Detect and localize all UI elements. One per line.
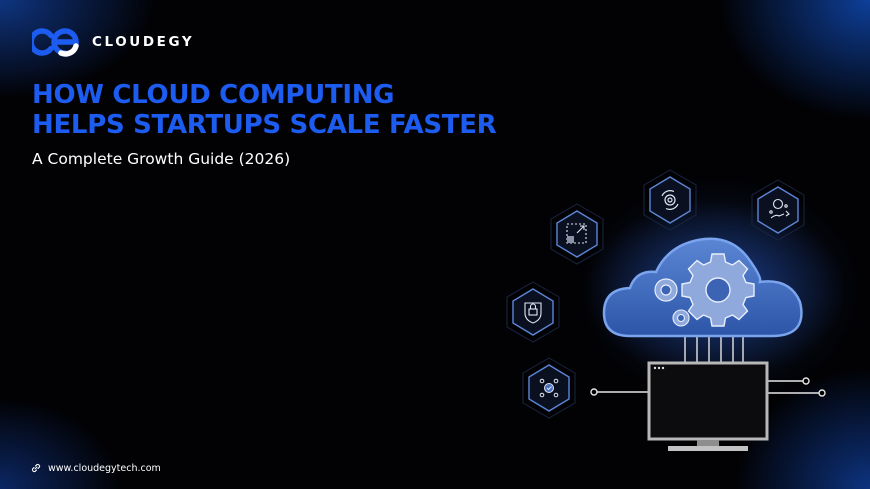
title-line-2: HELPS STARTUPS SCALE FASTER bbox=[32, 110, 497, 140]
cloud-with-gears-icon bbox=[602, 237, 803, 338]
website-url[interactable]: www.cloudegytech.com bbox=[48, 462, 161, 474]
cost-savings-icon bbox=[769, 198, 790, 219]
gear-refresh-icon bbox=[661, 190, 679, 210]
hex-badge-cost bbox=[751, 179, 805, 241]
link-icon bbox=[31, 463, 41, 473]
scale-expand-icon bbox=[566, 223, 587, 244]
large-gear-icon bbox=[681, 253, 755, 327]
subtitle: A Complete Growth Guide (2026) bbox=[32, 150, 291, 168]
brand-name: CLOUDEGY bbox=[92, 34, 195, 50]
hex-badge-scale bbox=[550, 203, 604, 265]
hex-badge-gear bbox=[643, 169, 697, 231]
small-gear-icon bbox=[654, 278, 678, 302]
ce-monogram-icon bbox=[32, 28, 79, 57]
website-link[interactable]: www.cloudegytech.com bbox=[30, 462, 161, 474]
monitor-icon bbox=[647, 361, 769, 451]
title-line-1: HOW CLOUD COMPUTING bbox=[32, 80, 395, 110]
page-title: HOW CLOUD COMPUTING HELPS STARTUPS SCALE… bbox=[32, 80, 497, 140]
tiny-gear-icon bbox=[672, 309, 690, 327]
security-lock-icon bbox=[524, 302, 542, 324]
team-collaboration-icon bbox=[539, 378, 559, 398]
brand-logo[interactable]: CLOUDEGY bbox=[32, 27, 194, 57]
hex-badge-team bbox=[522, 357, 576, 419]
hex-badge-security bbox=[506, 281, 560, 343]
